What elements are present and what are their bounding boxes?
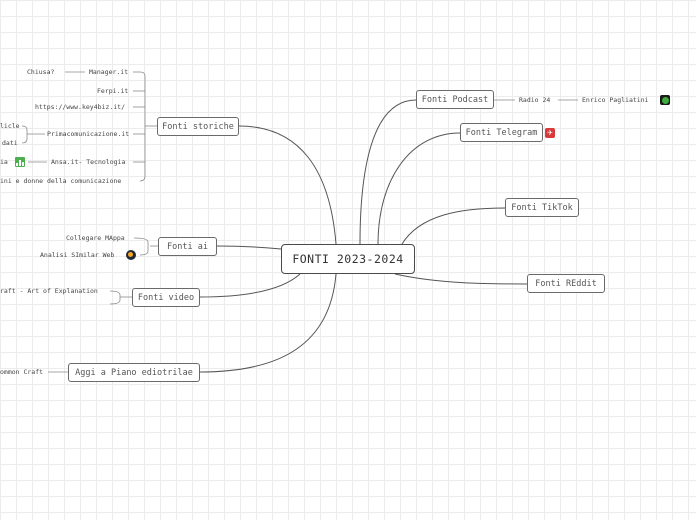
- branch-fonti-tiktok[interactable]: Fonti TikTok: [505, 198, 579, 217]
- leaf-manager-it[interactable]: Manager.it: [89, 68, 129, 76]
- connector-podcast: [359, 99, 417, 245]
- branch-fonti-video[interactable]: Fonti video: [132, 288, 200, 307]
- leaf-collegare-mappa[interactable]: Collegare MAppa: [66, 234, 125, 242]
- central-node[interactable]: FONTI 2023-2024: [281, 244, 415, 274]
- leaf-analisi-similar-web[interactable]: Analisi SImilar Web: [40, 251, 115, 259]
- connector-storiche: [238, 125, 337, 245]
- leaf-donne-comunicazione[interactable]: ini e donne della comunicazione: [0, 177, 122, 185]
- leaf-key4biz[interactable]: https://www.key4biz.it/: [35, 103, 126, 111]
- chart-icon: [15, 157, 25, 167]
- leaf-radio-24[interactable]: Radio 24: [519, 96, 551, 104]
- leaf-primacomunicazione[interactable]: Primacomunicazione.it: [47, 130, 130, 138]
- connector-ai: [216, 245, 282, 250]
- branch-fonti-reddit[interactable]: Fonti REddit: [527, 274, 605, 293]
- leaf-common-craft[interactable]: ommon Craft: [0, 368, 44, 376]
- branch-fonti-podcast[interactable]: Fonti Podcast: [416, 90, 494, 109]
- leaf-ansa-tecnologia[interactable]: Ansa.it- Tecnologia: [51, 158, 126, 166]
- leaf-chiusa[interactable]: Chiusa?: [27, 68, 55, 76]
- connector-tiktok: [401, 207, 506, 245]
- connector-telegram: [377, 132, 461, 245]
- globe-icon: [660, 95, 670, 105]
- telegram-icon: ✈: [545, 128, 555, 138]
- leaf-art-of-explanation[interactable]: raft - Art of Explanation: [0, 287, 98, 295]
- similarweb-icon: [126, 250, 136, 260]
- branch-aggi-piano-editoriale[interactable]: Aggi a Piano ediotrilae: [68, 363, 200, 382]
- leaf-enrico-pagliatini[interactable]: Enrico Pagliatini: [582, 96, 649, 104]
- branch-fonti-ai[interactable]: Fonti ai: [158, 237, 217, 256]
- branch-fonti-storiche[interactable]: Fonti storiche: [157, 117, 239, 136]
- leaf-ferpi-it[interactable]: Ferpi.it: [97, 87, 129, 95]
- branch-fonti-telegram[interactable]: Fonti Telegram: [460, 123, 543, 142]
- leaf-licle[interactable]: licle: [0, 122, 20, 130]
- leaf-ia[interactable]: ia: [0, 158, 8, 166]
- connector-reddit: [394, 273, 528, 285]
- connector-aggi: [199, 273, 337, 373]
- leaf-dati[interactable]: dati: [2, 139, 18, 147]
- connector-video: [199, 273, 301, 298]
